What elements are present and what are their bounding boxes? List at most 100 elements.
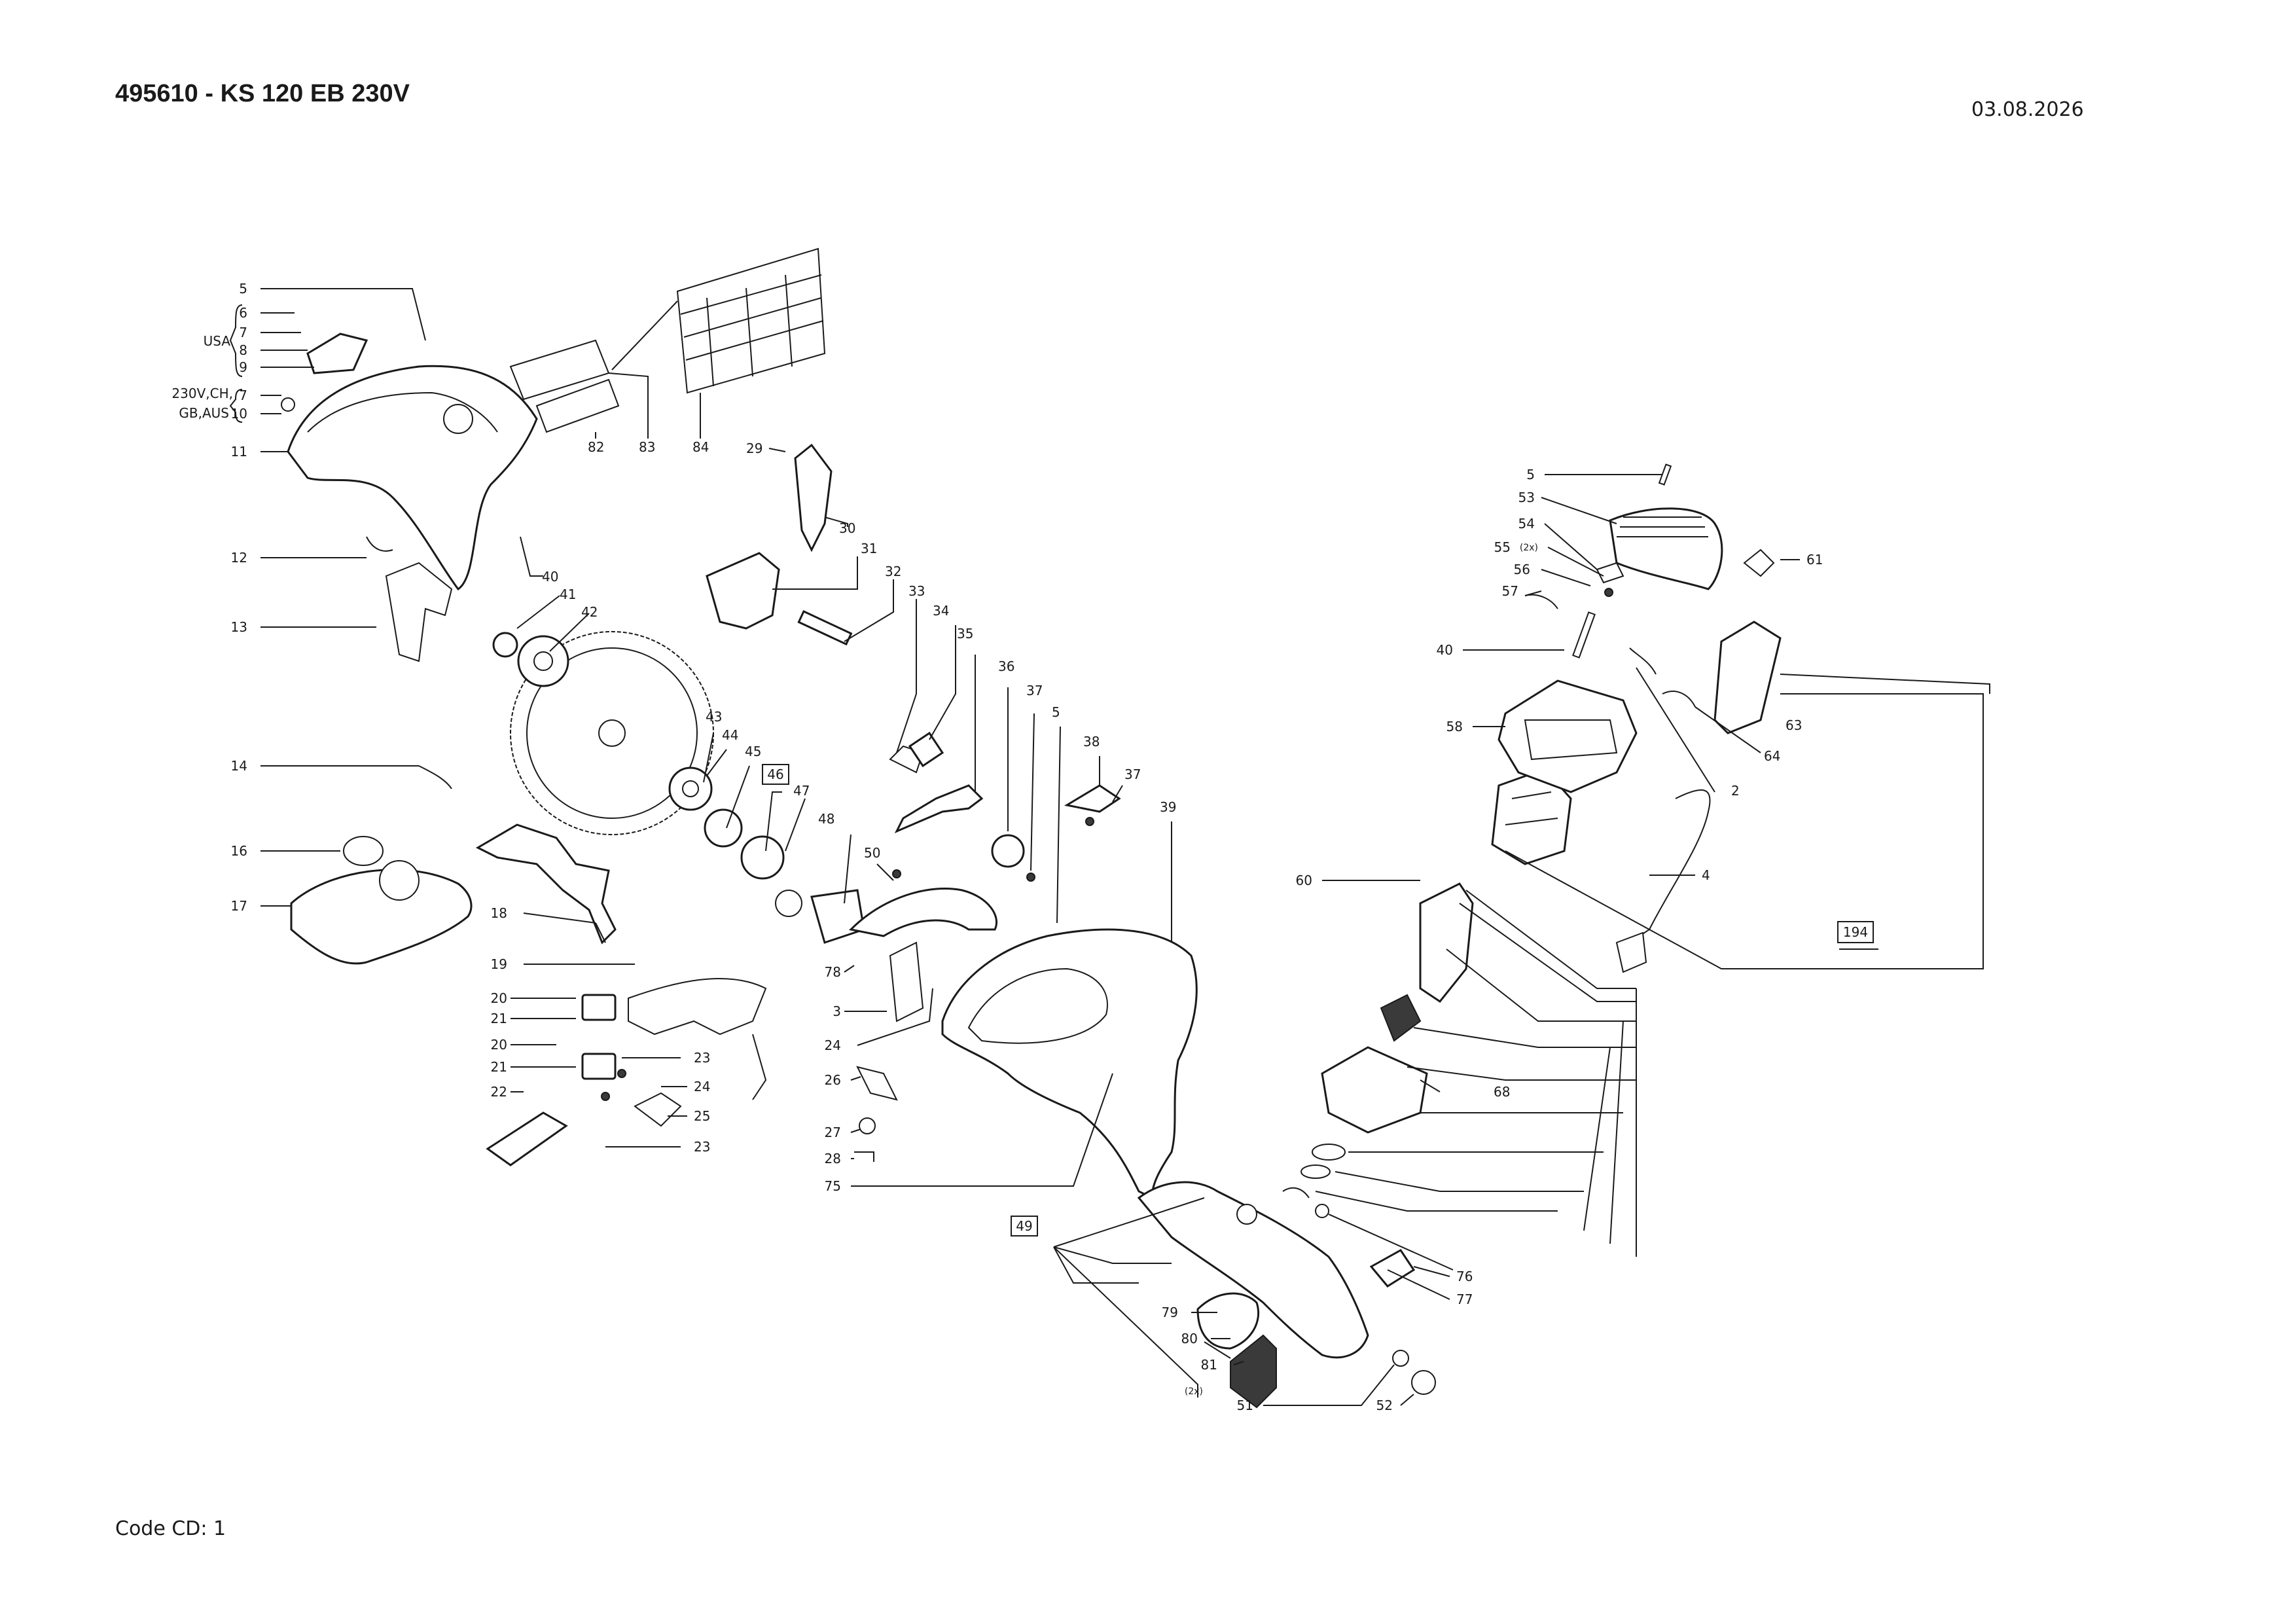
- part-handle-22[interactable]: [486, 1111, 568, 1166]
- part-76[interactable]: [1315, 1204, 1329, 1218]
- part-31[interactable]: [706, 552, 780, 630]
- part-27[interactable]: [859, 1117, 876, 1134]
- callout-64: 64: [1764, 748, 1780, 764]
- callout-31: 31: [861, 541, 877, 556]
- leader-lines: [229, 288, 1990, 1406]
- part-51[interactable]: [1392, 1350, 1409, 1367]
- part-bearing[interactable]: [704, 808, 743, 848]
- callout-26: 26: [825, 1072, 841, 1088]
- callout-45: 45: [745, 744, 761, 759]
- part-81[interactable]: [1230, 1334, 1277, 1409]
- callout-46-box: [762, 764, 789, 785]
- callout-18: 18: [491, 905, 507, 921]
- callout-16: 16: [231, 843, 247, 859]
- part-26[interactable]: [856, 1066, 898, 1101]
- part-ring-16[interactable]: [343, 836, 384, 866]
- callout-8: 8: [239, 342, 247, 358]
- callout-58: 58: [1446, 719, 1463, 734]
- part-30[interactable]: [794, 443, 833, 552]
- part-gear-68[interactable]: [1380, 994, 1422, 1042]
- callout-9: 9: [239, 359, 247, 375]
- part-screw-80[interactable]: [1204, 1341, 1231, 1359]
- part-64[interactable]: [1662, 691, 1696, 708]
- part-63[interactable]: [1713, 621, 1782, 734]
- callout-61: 61: [1806, 552, 1823, 568]
- saw-blade-group: [492, 631, 865, 944]
- part-77[interactable]: [1369, 1249, 1416, 1288]
- part-52[interactable]: [1411, 1370, 1436, 1395]
- part-55[interactable]: [1604, 588, 1613, 597]
- part-base-49[interactable]: [1137, 1181, 1369, 1359]
- callout-6: 6: [239, 305, 247, 321]
- part-cover-53[interactable]: [1609, 507, 1723, 590]
- callout-25: 25: [694, 1108, 710, 1124]
- callout-41: 41: [560, 586, 576, 602]
- callout-4: 4: [1702, 867, 1710, 883]
- callout-13: 13: [231, 619, 247, 635]
- part-spring-14[interactable]: [418, 765, 452, 789]
- part-5c[interactable]: [1658, 463, 1672, 486]
- part-34[interactable]: [908, 731, 944, 768]
- callout-60: 60: [1296, 873, 1312, 888]
- part-gearbox[interactable]: [1321, 1046, 1428, 1134]
- labels-group: [509, 247, 826, 433]
- region-label-line2: GB,AUS: [179, 405, 229, 421]
- part-splitter-plate[interactable]: [385, 562, 453, 662]
- part-switch-a[interactable]: [581, 994, 617, 1021]
- callout-33: 33: [908, 583, 925, 599]
- part-ring-48[interactable]: [810, 889, 865, 944]
- part-40b[interactable]: [1572, 611, 1596, 659]
- callout-47: 47: [793, 783, 810, 799]
- part-3[interactable]: [889, 941, 924, 1022]
- callout-63: 63: [1785, 717, 1802, 733]
- callout-29: 29: [746, 441, 762, 456]
- callout-46: 46: [767, 767, 783, 782]
- callout-40-b: 40: [1437, 642, 1453, 658]
- part-28[interactable]: [854, 1151, 874, 1162]
- part-guard-clip[interactable]: [306, 333, 368, 374]
- part-gear-hub[interactable]: [740, 835, 785, 880]
- part-armature-60[interactable]: [1419, 882, 1474, 1003]
- callout-24: 24: [694, 1079, 710, 1094]
- callout-49: 49: [1016, 1218, 1032, 1234]
- callout-19: 19: [491, 956, 507, 972]
- callout-35: 35: [957, 626, 973, 641]
- part-54[interactable]: [1596, 562, 1624, 584]
- part-36[interactable]: [991, 834, 1025, 868]
- part-lower-guard[interactable]: [290, 869, 473, 965]
- callout-82: 82: [588, 439, 604, 455]
- callout-81: 81: [1201, 1357, 1217, 1373]
- region-label-usa: USA: [204, 333, 231, 349]
- callout-194-box: [1837, 921, 1874, 943]
- callout-53: 53: [1518, 490, 1535, 505]
- part-35[interactable]: [894, 784, 984, 833]
- callout-22: 22: [491, 1084, 507, 1100]
- callout-43: 43: [706, 709, 722, 725]
- part-57[interactable]: [1524, 594, 1558, 609]
- callout-75: 75: [825, 1178, 841, 1194]
- callout-5: 5: [239, 281, 247, 297]
- part-label-84[interactable]: [676, 247, 826, 394]
- part-38[interactable]: [1064, 784, 1121, 813]
- part-32[interactable]: [797, 610, 853, 646]
- part-flange-nut[interactable]: [492, 632, 518, 658]
- code-cd-label: Code CD: 1: [115, 1517, 226, 1540]
- part-lever-18[interactable]: [475, 823, 617, 945]
- callout-38: 38: [1083, 734, 1100, 749]
- callout-23: 23: [694, 1050, 710, 1066]
- base-group: [1137, 1181, 1436, 1409]
- callout-49-box: [1011, 1216, 1038, 1236]
- part-label-82[interactable]: [535, 378, 620, 433]
- callout-37-b: 37: [1124, 767, 1141, 782]
- callout-labels: 5 6 7 8 9 7 10 11 12 13 14 16 17 18 19 2…: [171, 281, 1874, 1413]
- callout-39: 39: [1160, 799, 1176, 815]
- part-cable-4[interactable]: [1629, 789, 1711, 943]
- callout-23-b: 23: [694, 1139, 710, 1155]
- part-handle-78[interactable]: [848, 888, 997, 937]
- multiplier-2x-55: (2x): [1520, 543, 1538, 553]
- part-switch-b[interactable]: [581, 1053, 617, 1080]
- part-61[interactable]: [1743, 549, 1775, 577]
- callout-10: 10: [231, 406, 247, 422]
- part-spring-79[interactable]: [1196, 1292, 1260, 1350]
